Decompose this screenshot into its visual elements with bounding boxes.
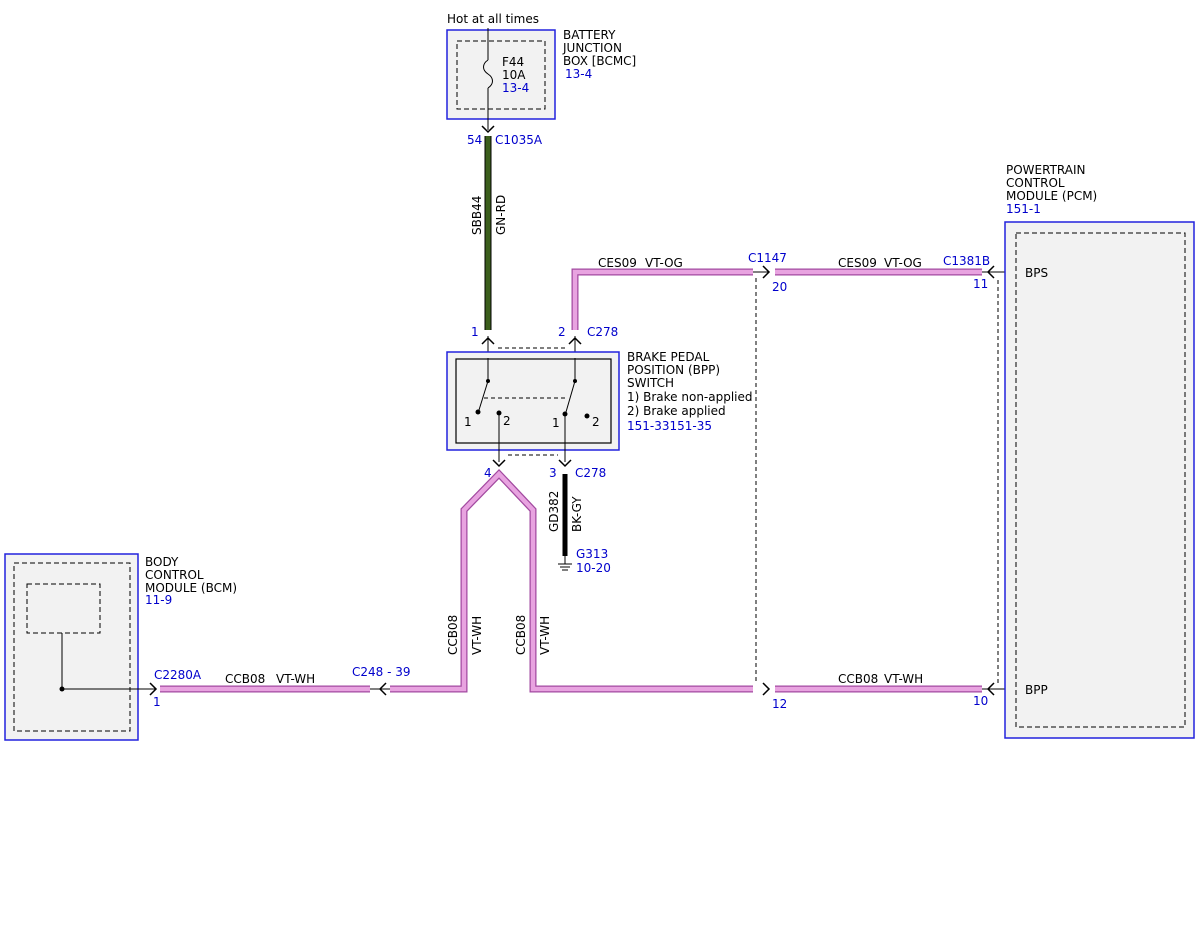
connector-c278-pin4-icon bbox=[492, 459, 506, 468]
sw-left-contact1 bbox=[475, 409, 481, 415]
connector-c278-pin3-icon bbox=[558, 459, 572, 468]
ccb08-left-vert-color: VT-WH bbox=[470, 616, 484, 655]
c1381b-name: C1381B bbox=[943, 254, 990, 268]
gd382-color: BK-GY bbox=[570, 496, 584, 532]
c1381b-pin-top: 11 bbox=[973, 277, 988, 291]
bpp-state-1: 1) Brake non-applied bbox=[627, 390, 753, 404]
c248-name: C248 - 39 bbox=[352, 665, 411, 679]
ces09-right-color: VT-OG bbox=[884, 256, 922, 270]
bpp-title-line2: POSITION (BPP) bbox=[627, 363, 720, 377]
fuse-ref: 13-4 bbox=[502, 81, 529, 95]
fuse-name: F44 bbox=[502, 55, 524, 69]
ces09-right-circuit: CES09 bbox=[838, 256, 877, 270]
ccb08-right-vert-color: VT-WH bbox=[538, 616, 552, 655]
bcm-ref: 11-9 bbox=[145, 593, 172, 607]
pcm-pin-bpp: BPP bbox=[1025, 683, 1048, 697]
pcm-module[interactable] bbox=[1004, 221, 1195, 739]
connector-c1147-bottom-icon bbox=[762, 682, 771, 696]
bcm-title-line1: BODY bbox=[145, 555, 179, 569]
ces09-left-color: VT-OG bbox=[645, 256, 683, 270]
bjb-title-line3: BOX [BCMC] bbox=[563, 54, 636, 68]
bcm-title-line2: CONTROL bbox=[145, 568, 204, 582]
bpp-title-line1: BRAKE PEDAL bbox=[627, 350, 710, 364]
pcm-title-line3: MODULE (PCM) bbox=[1006, 189, 1097, 203]
c1035a-name: C1035A bbox=[495, 133, 543, 147]
ccb08-pcm-color: VT-WH bbox=[884, 672, 923, 686]
wire-ccb08[interactable] bbox=[160, 468, 982, 693]
pcm-pin-bps: BPS bbox=[1025, 266, 1048, 280]
bjb-title-line2: JUNCTION bbox=[562, 41, 622, 55]
ccb08-bcm-circuit: CCB08 bbox=[225, 672, 265, 686]
gd382-circuit: GD382 bbox=[547, 491, 561, 532]
sw-left-label1: 1 bbox=[464, 415, 472, 429]
ccb08-left-vert-circuit: CCB08 bbox=[446, 615, 460, 655]
battery-junction-box[interactable] bbox=[446, 29, 556, 120]
bpp-state-2: 2) Brake applied bbox=[627, 404, 726, 418]
bpp-conn-top: C278 bbox=[587, 325, 618, 339]
g313-ref: 10-20 bbox=[576, 561, 611, 575]
sw-left-label2: 2 bbox=[503, 414, 511, 428]
bpp-pin2: 2 bbox=[558, 325, 566, 339]
ccb08-right-vert-circuit: CCB08 bbox=[514, 615, 528, 655]
wire-ces09[interactable] bbox=[571, 268, 982, 330]
bpp-pin3: 3 bbox=[549, 466, 557, 480]
sw-left-blade-icon bbox=[478, 380, 489, 411]
sbb44-circuit: SBB44 bbox=[470, 196, 484, 235]
pcm-title-line1: POWERTRAIN bbox=[1006, 163, 1086, 177]
bpp-title-line3: SWITCH bbox=[627, 376, 674, 390]
hot-at-all-times-label: Hot at all times bbox=[447, 12, 539, 26]
sw-right-blade-icon bbox=[565, 380, 576, 413]
bpp-conn-bottom: C278 bbox=[575, 466, 606, 480]
c2280a-name: C2280A bbox=[154, 668, 202, 682]
ces09-left-circuit: CES09 bbox=[598, 256, 637, 270]
bpp-switch-box[interactable] bbox=[446, 351, 620, 451]
fuse-icon bbox=[483, 59, 493, 89]
c2280a-pin: 1 bbox=[153, 695, 161, 709]
g313-name: G313 bbox=[576, 547, 608, 561]
bpp-pin4: 4 bbox=[484, 466, 492, 480]
pcm-ref: 151-1 bbox=[1006, 202, 1041, 216]
connector-c2280a-icon bbox=[149, 682, 158, 696]
fuse-rating: 10A bbox=[502, 68, 526, 82]
sw-right-contact2 bbox=[584, 413, 590, 419]
c1147-pin-bottom: 12 bbox=[772, 697, 787, 711]
c1035a-pin: 54 bbox=[467, 133, 482, 147]
bjb-title-line1: BATTERY bbox=[563, 28, 616, 42]
ground-icon bbox=[558, 563, 572, 571]
bpp-pin1: 1 bbox=[471, 325, 479, 339]
bcm-title-line3: MODULE (BCM) bbox=[145, 581, 237, 595]
ccb08-bcm-color: VT-WH bbox=[276, 672, 315, 686]
bcm-node bbox=[59, 686, 65, 692]
c1147-name: C1147 bbox=[748, 251, 787, 265]
bcm-module[interactable] bbox=[4, 553, 139, 741]
bpp-ref: 151-33151-35 bbox=[627, 419, 712, 433]
c1147-pin-top: 20 bbox=[772, 280, 787, 294]
c1381b-pin-bottom: 10 bbox=[973, 694, 988, 708]
sbb44-color: GN-RD bbox=[494, 195, 508, 235]
bjb-ref: 13-4 bbox=[565, 67, 592, 81]
sw-right-label2: 2 bbox=[592, 415, 600, 429]
connector-c1035a-icon bbox=[481, 125, 495, 134]
pcm-title-line2: CONTROL bbox=[1006, 176, 1065, 190]
ccb08-pcm-circuit: CCB08 bbox=[838, 672, 878, 686]
sw-right-label1: 1 bbox=[552, 416, 560, 430]
